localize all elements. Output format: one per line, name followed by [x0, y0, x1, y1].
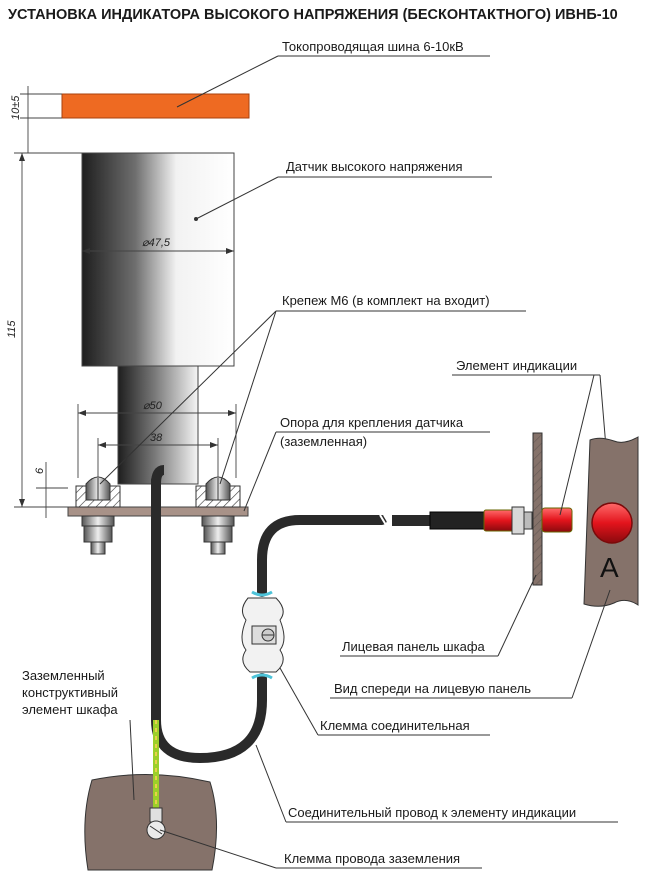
dim-height: 115 — [6, 320, 18, 338]
dim-plate: 6 — [34, 467, 46, 474]
indicator-element — [483, 506, 573, 535]
label-grounded-3: элемент шкафа — [22, 702, 118, 717]
bus-bar — [61, 93, 250, 119]
dim-diameter-top: ⌀47,5 — [142, 237, 171, 249]
label-support-2: (заземленная) — [280, 434, 367, 449]
panel-leader — [497, 574, 537, 657]
diagram-title: УСТАНОВКА ИНДИКАТОРА ВЫСОКОГО НАПРЯЖЕНИЯ… — [8, 7, 618, 23]
left-bolt — [75, 476, 121, 555]
support-leader — [243, 431, 277, 512]
label-grounded-1: Заземленный — [22, 668, 105, 683]
indicator-letter: A — [600, 552, 619, 583]
signal-cable-upper — [257, 515, 387, 597]
dim-bus-gap: 10±5 — [10, 95, 22, 120]
sensor-stem — [117, 365, 199, 485]
label-indicator: Элемент индикации — [456, 358, 577, 373]
signal-cable — [151, 475, 267, 764]
wire-leader — [255, 744, 287, 823]
right-bolt — [195, 476, 241, 555]
connection-terminal — [241, 590, 285, 680]
fastener-leader-left — [99, 310, 277, 485]
label-ground-terminal: Клемма провода заземления — [284, 851, 460, 866]
dim-bolt-spacing: 38 — [150, 432, 163, 444]
label-fastener: Крепеж М6 (в комплект на входит) — [282, 293, 490, 308]
label-grounded-2: конструктивный — [22, 685, 118, 700]
label-bus: Токопроводящая шина 6-10кВ — [282, 39, 464, 54]
terminal-leader — [279, 667, 319, 736]
sensor-body — [81, 152, 235, 367]
sensor-leader — [195, 176, 279, 220]
label-support-1: Опора для крепления датчика — [280, 415, 464, 430]
bus-leader — [176, 55, 279, 108]
label-terminal: Клемма соединительная — [320, 718, 470, 733]
fastener-leader-right — [219, 310, 277, 485]
dim-diameter-base: ⌀50 — [143, 400, 163, 412]
front-view-leader — [571, 589, 611, 699]
label-wire: Соединительный провод к элементу индикац… — [288, 805, 576, 820]
label-panel: Лицевая панель шкафа — [342, 639, 486, 654]
ground-terminal-leader — [159, 829, 277, 869]
indicator-leader-side — [559, 374, 595, 516]
indicator-lamp — [591, 502, 633, 544]
grounded-leader — [129, 719, 135, 801]
label-front-view: Вид спереди на лицевую панель — [334, 681, 531, 696]
label-sensor: Датчик высокого напряжения — [286, 159, 463, 174]
